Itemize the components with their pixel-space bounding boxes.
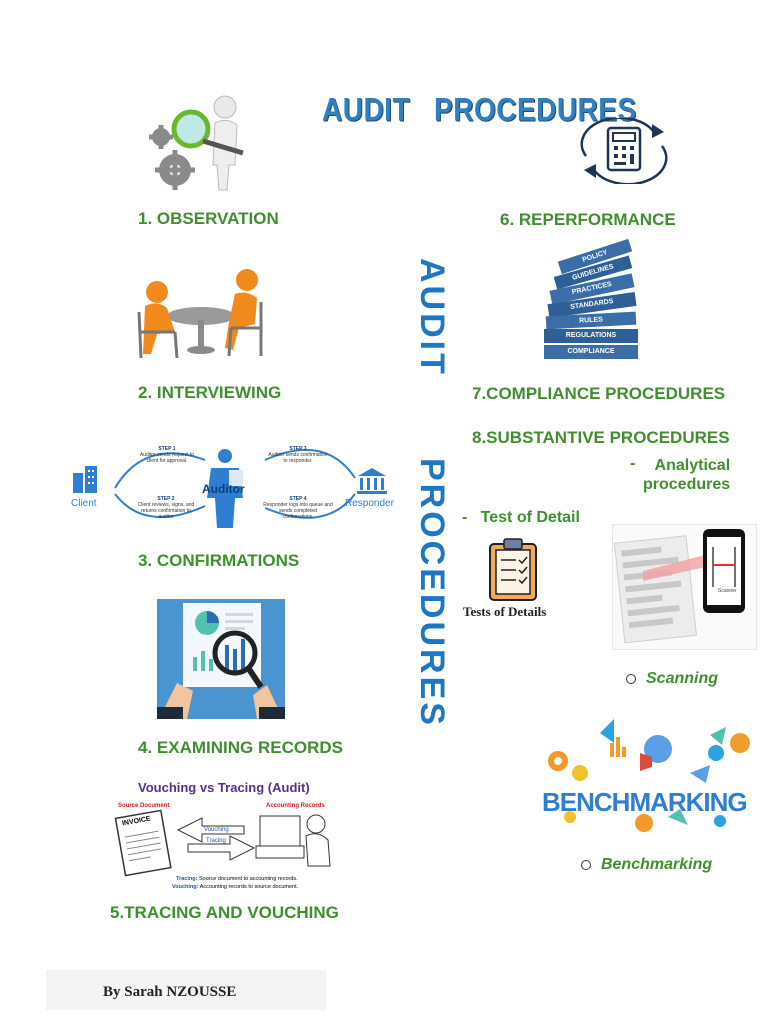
- interviewing-illustration: [135, 262, 265, 362]
- bullet-icon: [581, 859, 591, 870]
- tracing-arrow-label: Tracing: [206, 838, 226, 844]
- reperformance-icon: [574, 116, 674, 186]
- tests-of-details-caption: Tests of Details: [463, 604, 547, 619]
- item-substantive: 8.SUBSTANTIVE PROCEDURES: [472, 428, 730, 447]
- title-word-audit: AUDIT: [322, 91, 411, 128]
- item-tracing-vouching: 5.TRACING AND VOUCHING: [110, 903, 339, 922]
- author-signature: By Sarah NZOUSSE: [103, 984, 237, 1000]
- compliance-books-illustration: POLICY GUIDELINES PRACTICES STANDARDS RU…: [540, 238, 648, 364]
- observation-illustration: [145, 95, 255, 195]
- item-observation: 1. OBSERVATION: [138, 209, 279, 228]
- item-examining-records: 4. EXAMINING RECORDS: [138, 738, 343, 757]
- vouching-arrow-label: Vouching: [204, 827, 229, 833]
- book-regulations: REGULATIONS: [544, 329, 638, 343]
- benchmarking-word: BENCHMARKING: [542, 787, 748, 817]
- step1: STEP 1 Auditor sends request to client f…: [139, 446, 195, 464]
- scanner-label: Scanner: [718, 588, 737, 594]
- step3: STEP 3 Auditor sends confirmation to res…: [268, 446, 328, 464]
- scanner-illustration: Scanner: [612, 524, 757, 650]
- analytical-dash: -: [630, 455, 636, 472]
- auditor-label: Auditor: [202, 482, 245, 496]
- signature-area: [46, 970, 326, 1010]
- scanning-label: Scanning: [626, 670, 718, 688]
- item-reperformance: 6. REPERFORMANCE: [500, 210, 676, 229]
- examining-records-illustration: [157, 599, 285, 719]
- clipboard-icon: [486, 536, 542, 602]
- bullet-icon: [626, 673, 636, 684]
- accounting-records-label: Accounting Records: [266, 803, 325, 809]
- benchmarking-label: Benchmarking: [581, 856, 712, 874]
- item-confirmations: 3. CONFIRMATIONS: [138, 551, 300, 570]
- analytical-procedures-label: Analytical procedures: [643, 457, 731, 493]
- vertical-title-audit: AUDIT: [413, 258, 451, 377]
- vertical-title-procedures: PROCEDURES: [413, 458, 451, 728]
- benchmarking-illustration: BENCHMARKING: [540, 713, 758, 833]
- tracing-title: Vouching vs Tracing (Audit): [138, 780, 310, 795]
- responder-label: Responder: [345, 498, 394, 509]
- tracing-vouching-diagram: Vouching vs Tracing (Audit) Source Docum…: [108, 780, 370, 898]
- vouching-definition: Vouching: Accounting records to source d…: [172, 884, 299, 890]
- test-of-detail-label: - Test of Detail: [462, 509, 580, 526]
- step4: STEP 4 Responder logs into queue and sen…: [263, 496, 333, 520]
- client-label: Client: [71, 498, 97, 509]
- tracing-definition: Tracing: Source document to accounting r…: [176, 876, 298, 882]
- confirmations-diagram: Client Auditor Responder STEP 1 Auditor …: [65, 438, 395, 533]
- item-interviewing: 2. INTERVIEWING: [138, 383, 282, 402]
- item-compliance: 7.COMPLIANCE PROCEDURES: [472, 384, 726, 403]
- source-document-label: Source Document: [118, 803, 170, 809]
- book-compliance: COMPLIANCE: [544, 345, 638, 359]
- step2: STEP 2 Client reviews, signs, and return…: [137, 496, 195, 520]
